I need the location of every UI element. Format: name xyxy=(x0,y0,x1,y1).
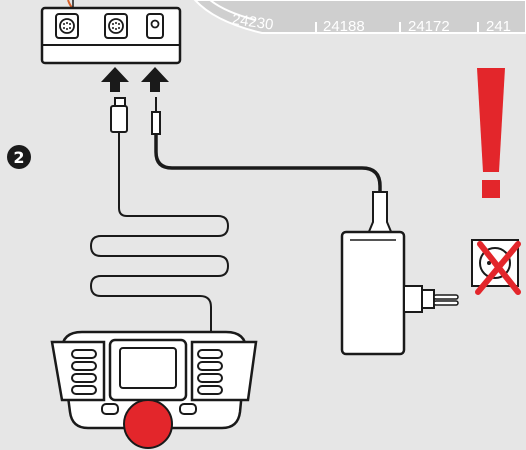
track-label-3: 24172 xyxy=(408,18,450,35)
power-cable xyxy=(154,134,382,192)
handheld-controller-icon xyxy=(50,330,258,449)
din-socket-icon xyxy=(104,13,128,39)
arrow-up-icon xyxy=(141,67,169,92)
controller-buttons-left xyxy=(71,349,97,395)
step-number: 2 xyxy=(13,148,24,167)
arrow-up-icon xyxy=(101,67,129,92)
dc-plug xyxy=(151,97,161,135)
exclamation-icon xyxy=(477,68,505,198)
track-label-4: 241 xyxy=(486,18,511,35)
connection-box-icon xyxy=(40,0,182,65)
track-strip: 24230 24188 24172 241 xyxy=(193,0,526,35)
track-label-2: 24188 xyxy=(323,18,365,35)
controller-cable xyxy=(89,132,230,332)
power-adapter-icon xyxy=(340,191,459,356)
step-badge: 2 xyxy=(7,145,31,169)
no-wall-outlet-icon xyxy=(471,239,521,295)
controller-display xyxy=(119,347,177,389)
track-label-1: 24230 xyxy=(231,11,275,34)
controller-buttons-right xyxy=(197,349,223,395)
controller-knob xyxy=(123,399,173,449)
dc-socket-icon xyxy=(146,13,164,39)
din-plug xyxy=(110,97,128,133)
din-socket-icon xyxy=(55,13,79,39)
